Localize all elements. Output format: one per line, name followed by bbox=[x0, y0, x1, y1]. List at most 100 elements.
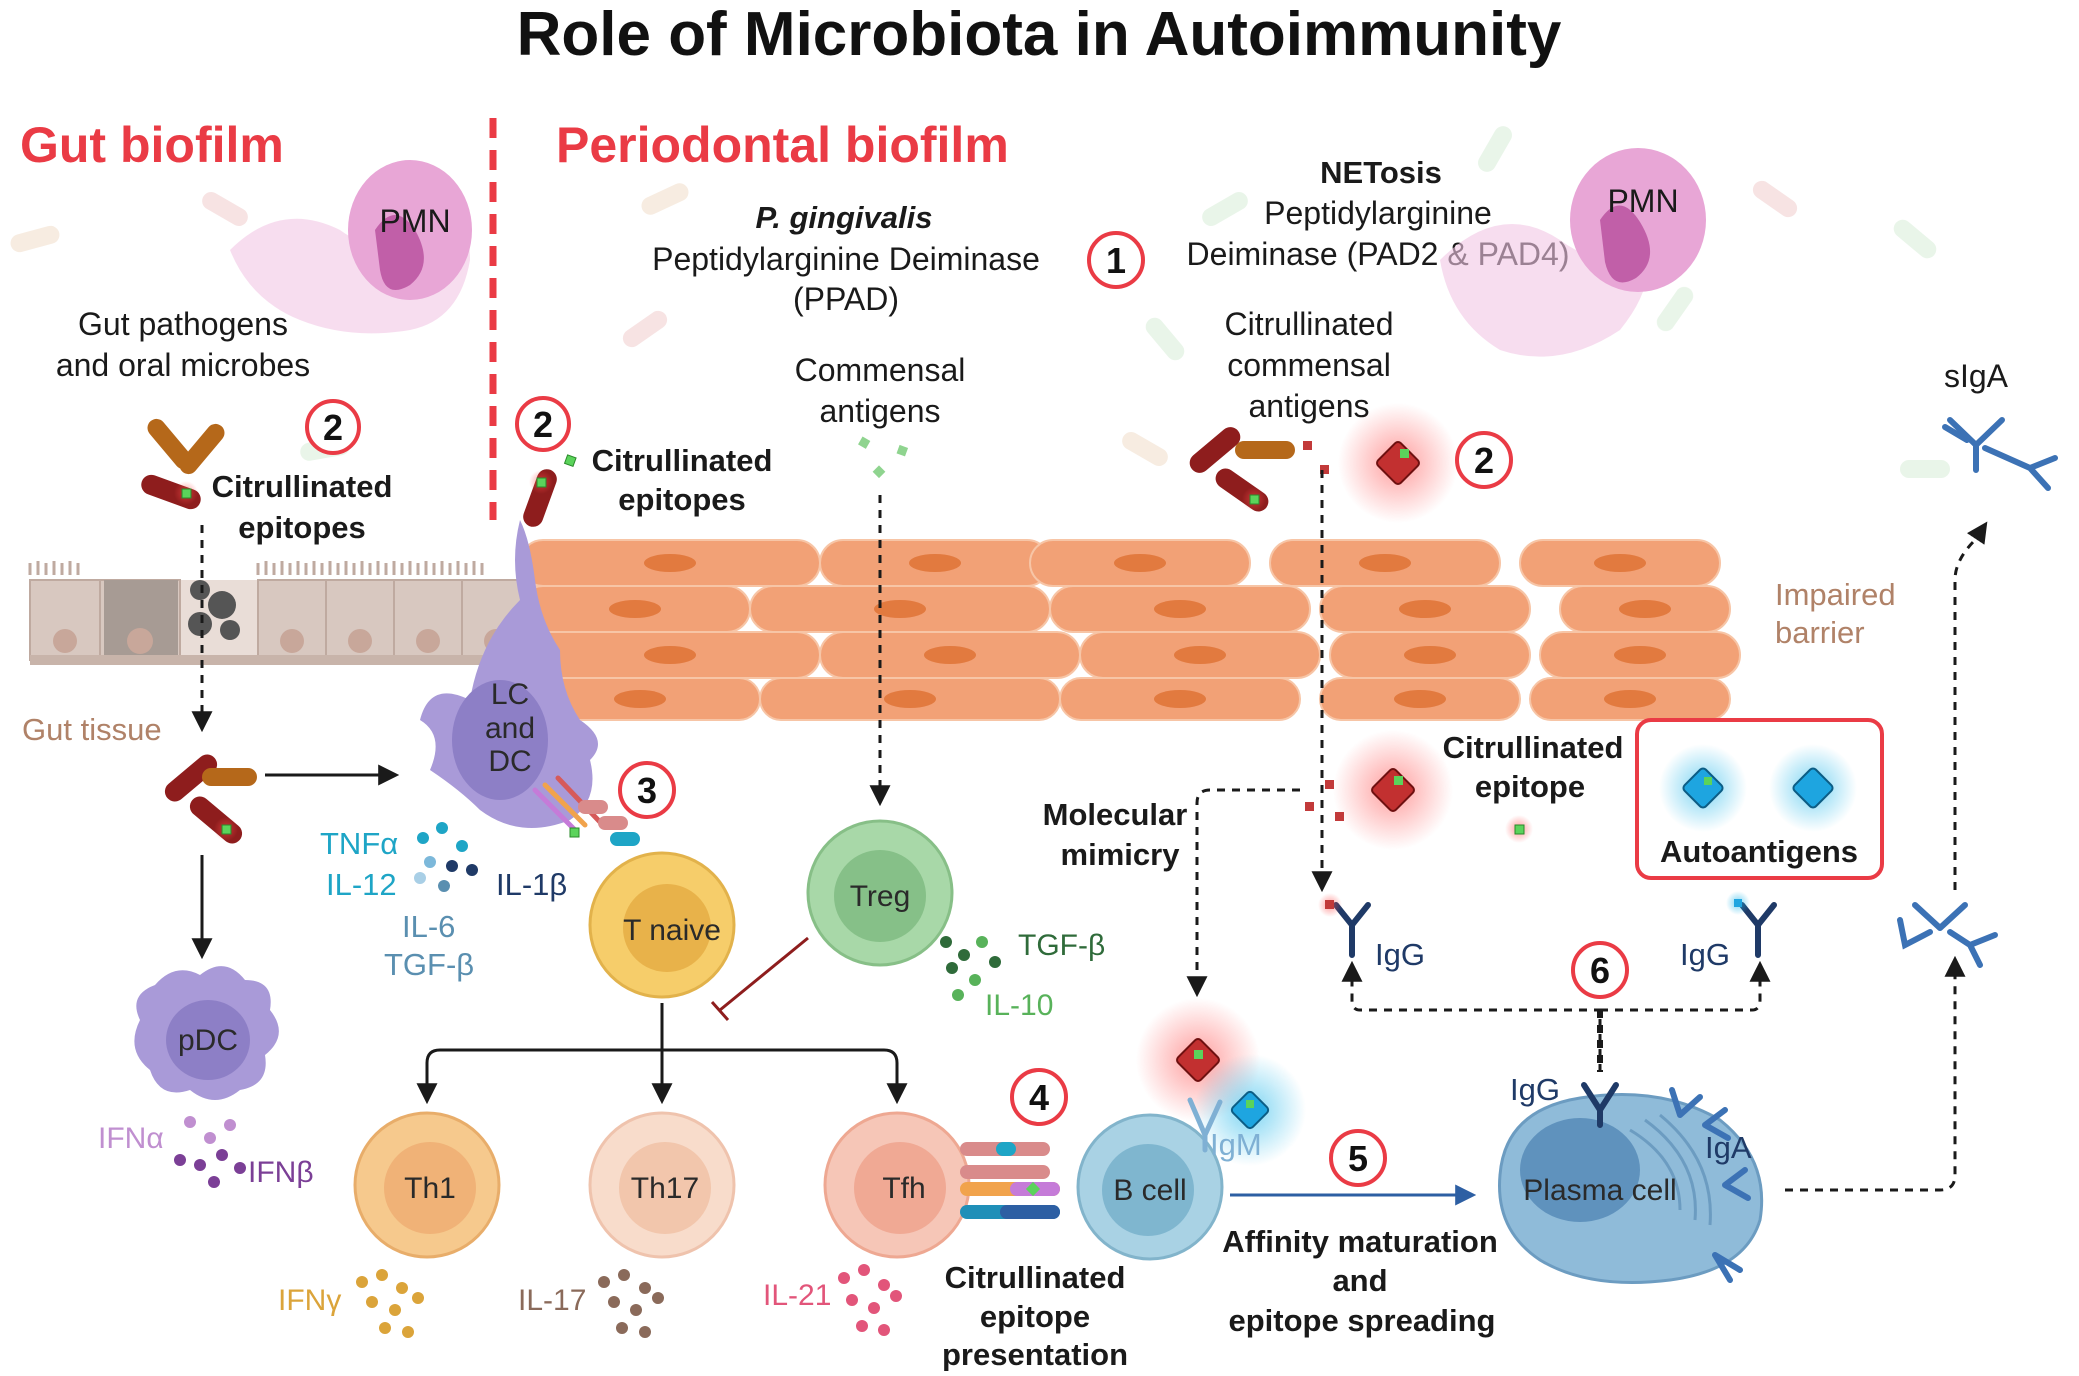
gut-epithelium bbox=[28, 561, 531, 665]
step-badge-2-periodontal: 2 bbox=[515, 396, 571, 452]
gut-tissue-label: Gut tissue bbox=[22, 712, 162, 747]
t-naive-cell: T naive bbox=[588, 851, 736, 999]
igg-left-antibody bbox=[1333, 902, 1371, 958]
arrow-mimicry-to-bcell bbox=[1186, 788, 1300, 998]
cit-commensal-line2: commensal bbox=[1227, 347, 1391, 383]
treg-inhibition-line bbox=[719, 936, 809, 1012]
svg-text:3: 3 bbox=[637, 770, 657, 811]
svg-text:1: 1 bbox=[1106, 240, 1126, 281]
th1-cell: Th1 bbox=[353, 1111, 501, 1259]
gut-pathogens-line2: and oral microbes bbox=[56, 347, 310, 383]
siga-antibody bbox=[1942, 417, 2058, 491]
periodontal-citrullinated-line1: Citrullinated bbox=[592, 443, 773, 478]
il17-label: IL-17 bbox=[518, 1284, 586, 1317]
bcell-antigens bbox=[1136, 998, 1306, 1166]
molecular-mimicry-line1: Molecular bbox=[1043, 797, 1188, 832]
igm-label: IgM bbox=[1210, 1127, 1262, 1162]
igg-right-label: IgG bbox=[1680, 937, 1730, 972]
gut-tissue-bacteria bbox=[164, 754, 257, 844]
th17-cell: Th17 bbox=[588, 1111, 736, 1259]
ifn-dots bbox=[174, 1116, 246, 1188]
plasma-cell: Plasma cell bbox=[1498, 1093, 1764, 1284]
pg-label: P. gingivalis bbox=[756, 200, 933, 235]
periodontal-nuclei bbox=[609, 554, 1671, 708]
dimeric-iga bbox=[1897, 902, 1998, 968]
impaired-barrier-line1: Impaired bbox=[1775, 577, 1896, 612]
tgfb-left-label: TGF-β bbox=[384, 947, 474, 982]
il10-label: IL-10 bbox=[985, 989, 1053, 1022]
lc-dc-label-line2: and bbox=[485, 712, 535, 745]
gut-bacteria-top bbox=[141, 418, 225, 510]
svg-text:2: 2 bbox=[1474, 440, 1494, 481]
th17-cytokines bbox=[598, 1269, 664, 1338]
section-gut-biofilm: Gut biofilm bbox=[20, 117, 284, 173]
cytokine-dots-dc bbox=[414, 822, 478, 892]
cit-pres-line3: presentation bbox=[942, 1337, 1128, 1371]
step-badge-3: 3 bbox=[618, 761, 676, 819]
svg-text:2: 2 bbox=[323, 407, 343, 448]
b-cell: B cell bbox=[1076, 1113, 1224, 1261]
mhc-tcr-complex-top bbox=[532, 775, 640, 846]
affinity-line2: and bbox=[1332, 1263, 1387, 1298]
th1-label: Th1 bbox=[404, 1172, 456, 1205]
il1b-label: IL-1β bbox=[496, 867, 567, 902]
ifna-label: IFNα bbox=[98, 1122, 164, 1155]
ppad-line1: Peptidylarginine Deiminase bbox=[652, 241, 1040, 277]
autoantigens-box: Autoantigens bbox=[1635, 718, 1884, 880]
periodontal-bacteria-left bbox=[523, 454, 577, 527]
tnaive-branch-arrows bbox=[416, 1003, 908, 1105]
cit-commensal-line1: Citrullinated bbox=[1225, 306, 1394, 342]
cit-commensal-line3: antigens bbox=[1249, 388, 1370, 424]
step-badge-5: 5 bbox=[1329, 1129, 1387, 1187]
commensal-line1: Commensal bbox=[795, 352, 966, 388]
gut-citrullinated-line1: Citrullinated bbox=[212, 469, 393, 504]
tfh-label: Tfh bbox=[882, 1172, 925, 1205]
lc-dc-label-line3: DC bbox=[488, 745, 531, 778]
th17-label: Th17 bbox=[631, 1172, 699, 1205]
page-title: Role of Microbiota in Autoimmunity bbox=[517, 0, 1562, 69]
gut-citrullinated-line2: epitopes bbox=[238, 510, 365, 545]
commensal-line2: antigens bbox=[820, 393, 941, 429]
svg-text:5: 5 bbox=[1348, 1138, 1368, 1179]
il6-label: IL-6 bbox=[402, 909, 455, 944]
autoantigens-label: Autoantigens bbox=[1660, 834, 1858, 869]
th1-cytokines bbox=[356, 1269, 424, 1338]
plasma-igg-label: IgG bbox=[1510, 1072, 1560, 1107]
tfh-bcell-synapse bbox=[960, 1142, 1060, 1219]
svg-text:6: 6 bbox=[1590, 950, 1610, 991]
pmn-left: PMN bbox=[230, 160, 472, 334]
tgfb-right-label: TGF-β bbox=[1018, 929, 1105, 962]
commensal-antigen-dots bbox=[858, 436, 909, 479]
igm-receptor bbox=[1187, 1097, 1223, 1153]
mid-cit-epitope-line1: Citrullinated bbox=[1443, 730, 1624, 765]
pmn-right: PMN bbox=[1440, 148, 1706, 357]
periodontal-citrullinated-line2: epitopes bbox=[618, 482, 745, 517]
step6-arrows bbox=[1341, 960, 1771, 1072]
arrow-iga-to-siga bbox=[1953, 521, 1988, 890]
il21-label: IL-21 bbox=[763, 1279, 831, 1312]
tfh-cytokines bbox=[838, 1264, 902, 1336]
il12-label: IL-12 bbox=[326, 867, 397, 902]
treg-inhibition-bar bbox=[710, 1001, 730, 1021]
section-periodontal-biofilm: Periodontal biofilm bbox=[556, 117, 1009, 173]
b-cell-label: B cell bbox=[1113, 1174, 1186, 1207]
step-badge-2-right: 2 bbox=[1455, 431, 1513, 489]
siga-label: sIgA bbox=[1944, 358, 2009, 394]
plasma-cell-label: Plasma cell bbox=[1523, 1174, 1676, 1207]
pad-line1: Peptidylarginine bbox=[1264, 195, 1492, 231]
tnfa-label: TNFα bbox=[320, 826, 398, 861]
impaired-barrier-line2: barrier bbox=[1775, 615, 1865, 650]
ifng-label: IFNγ bbox=[278, 1284, 341, 1317]
t-naive-label: T naive bbox=[623, 914, 721, 947]
iga-label: IgA bbox=[1705, 1130, 1752, 1165]
igg-right-antibody bbox=[1739, 902, 1777, 958]
step-badge-6: 6 bbox=[1571, 941, 1629, 999]
affinity-line1: Affinity maturation bbox=[1222, 1224, 1498, 1259]
cit-pres-line2: epitope bbox=[980, 1299, 1090, 1334]
pdc-label: pDC bbox=[178, 1024, 238, 1057]
step-badge-2-gut: 2 bbox=[305, 399, 361, 455]
periodontal-bacteria-right bbox=[1189, 403, 1458, 523]
plasma-iga-antibodies bbox=[1669, 1087, 1751, 1283]
step-badge-4: 4 bbox=[1010, 1068, 1068, 1126]
